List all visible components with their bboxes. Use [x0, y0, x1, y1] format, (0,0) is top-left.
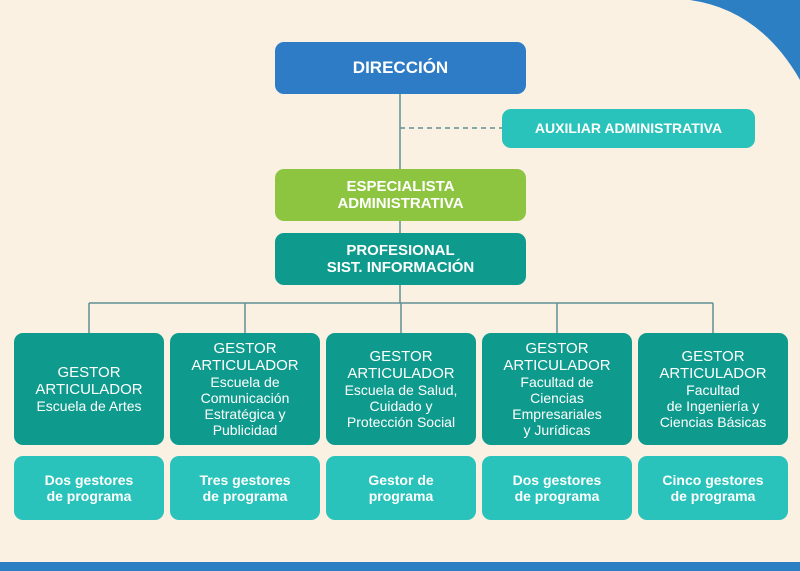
subgestor-line2: programa: [368, 488, 434, 504]
gestor-role-line1: GESTOR: [57, 363, 121, 381]
gestor-unit-line1: Facultad: [686, 382, 740, 399]
subgestor-line1: Gestor de: [368, 471, 434, 488]
subgestor-line1: Cinco gestores: [662, 471, 764, 488]
profesional-label-line1: PROFESIONAL: [346, 241, 455, 259]
gestor-role-line2: ARTICULADOR: [659, 364, 767, 382]
subgestor-line2: de programa: [202, 488, 288, 504]
gestor-unit-line2: Cuidado y: [369, 398, 433, 415]
gestor-unit-line3: Empresariales: [512, 406, 602, 423]
gestor-unit-line3: Estratégica y: [204, 406, 286, 423]
gestor-box-empresariales: GESTOR ARTICULADOR Facultad de Ciencias …: [482, 333, 632, 445]
subgestor-line1: Dos gestores: [44, 471, 134, 488]
gestor-role-line1: GESTOR: [525, 339, 589, 357]
subgestor-box-empresariales: Dos gestores de programa: [482, 456, 632, 520]
gestor-role-line2: ARTICULADOR: [35, 380, 143, 398]
gestor-unit-line1: Escuela de: [210, 374, 280, 391]
profesional-box: PROFESIONAL SIST. INFORMACIÓN: [275, 233, 526, 285]
subgestor-line1: Tres gestores: [199, 471, 291, 488]
gestor-box-artes: GESTOR ARTICULADOR Escuela de Artes: [14, 333, 164, 445]
gestor-unit-line1: Facultad de: [520, 374, 594, 391]
gestor-box-comunicacion: GESTOR ARTICULADOR Escuela de Comunicaci…: [170, 333, 320, 445]
gestor-unit-line4: y Jurídicas: [523, 422, 591, 439]
gestor-role-line2: ARTICULADOR: [347, 364, 455, 382]
gestor-unit-line1: Escuela de Artes: [36, 398, 142, 415]
gestor-unit-line3: Ciencias Básicas: [659, 414, 767, 431]
subgestor-line2: de programa: [514, 488, 600, 504]
subgestor-box-salud: Gestor de programa: [326, 456, 476, 520]
gestor-unit-line2: Ciencias: [530, 390, 584, 407]
gestor-role-line1: GESTOR: [213, 339, 277, 357]
subgestor-box-ingenieria: Cinco gestores de programa: [638, 456, 788, 520]
auxiliar-box: AUXILIAR ADMINISTRATIVA: [502, 109, 755, 148]
subgestor-line2: de programa: [670, 488, 756, 504]
direccion-box: DIRECCIÓN: [275, 42, 526, 94]
bottom-accent-bar: [0, 562, 800, 571]
corner-decoration: [690, 0, 800, 80]
gestor-unit-line2: de Ingeniería y: [666, 398, 760, 415]
auxiliar-label: AUXILIAR ADMINISTRATIVA: [534, 120, 723, 137]
especialista-label-line1: ESPECIALISTA: [346, 177, 455, 195]
gestor-role-line1: GESTOR: [681, 347, 745, 365]
subgestor-line2: de programa: [46, 488, 132, 504]
gestor-role-line2: ARTICULADOR: [503, 356, 611, 374]
gestor-box-ingenieria: GESTOR ARTICULADOR Facultad de Ingenierí…: [638, 333, 788, 445]
gestor-unit-line4: Publicidad: [212, 422, 278, 439]
direccion-label: DIRECCIÓN: [352, 58, 449, 78]
gestor-unit-line3: Protección Social: [346, 414, 456, 431]
subgestor-box-comunicacion: Tres gestores de programa: [170, 456, 320, 520]
subgestor-line1: Dos gestores: [512, 471, 602, 488]
profesional-label-line2: SIST. INFORMACIÓN: [326, 259, 475, 276]
especialista-box: ESPECIALISTA ADMINISTRATIVA: [275, 169, 526, 221]
gestor-unit-line2: Comunicación: [200, 390, 290, 407]
gestor-box-salud: GESTOR ARTICULADOR Escuela de Salud, Cui…: [326, 333, 476, 445]
subgestor-box-artes: Dos gestores de programa: [14, 456, 164, 520]
gestor-role-line2: ARTICULADOR: [191, 356, 299, 374]
gestor-unit-line1: Escuela de Salud,: [344, 382, 458, 399]
gestor-role-line1: GESTOR: [369, 347, 433, 365]
especialista-label-line2: ADMINISTRATIVA: [337, 195, 464, 212]
